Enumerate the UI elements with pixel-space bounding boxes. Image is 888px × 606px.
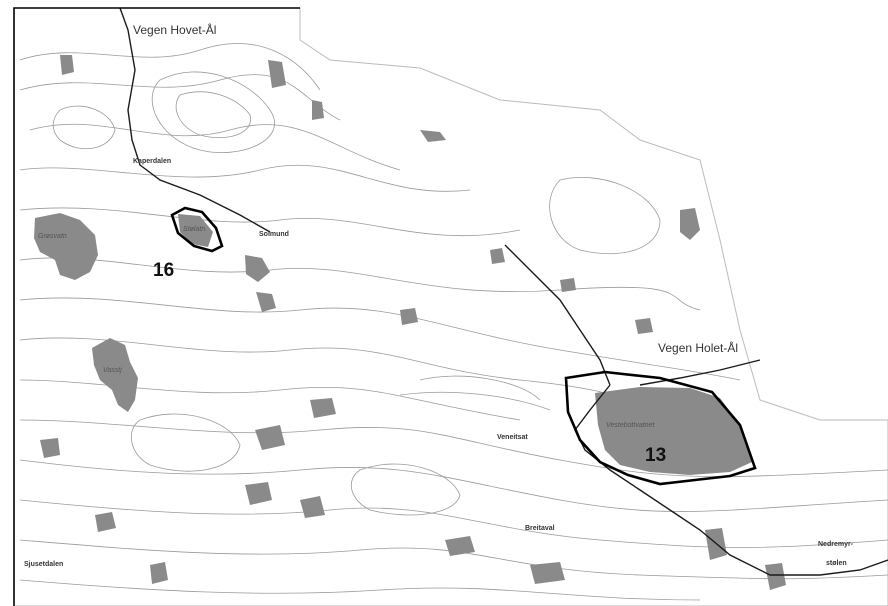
place-label-nedremyr: Nedremyr- <box>818 541 854 548</box>
place-label-breitaval: Breitaval <box>525 525 555 532</box>
place-label-kaperdalen: Kaperdalen <box>133 158 171 165</box>
place-label-stolen: stølen <box>826 560 847 567</box>
road-hovet-al <box>119 7 271 233</box>
zone-number-16: 16 <box>153 260 174 281</box>
map-frame <box>13 7 300 606</box>
place-label-veneitsat: Veneitsat <box>497 434 528 441</box>
zone-16-outline <box>170 206 224 253</box>
zone-13-outline <box>564 370 757 486</box>
place-label-solmund: Solmund <box>259 231 289 238</box>
lake-vasstj <box>92 338 138 412</box>
lake-grosvatn <box>34 213 98 280</box>
lake-label-vasstj: Vasstj <box>103 367 122 374</box>
lakes <box>34 55 786 590</box>
lake-vestebottvatnet <box>595 387 752 475</box>
place-label-sjusetdalen: Sjusetdalen <box>24 561 63 568</box>
road-label-holet-al: Vegen Holet-Ål <box>658 340 738 355</box>
zone-outlines <box>170 206 757 486</box>
lake-label-stolatn: Stølatn <box>183 226 205 233</box>
road-label-hovet-al: Vegen Hovet-Ål <box>133 22 216 37</box>
lake-label-vestebottvatnet: Vestebottvatnet <box>606 422 655 429</box>
lake-label-grosvatn: Grøsvatn <box>38 233 67 240</box>
contour-lines <box>19 43 888 601</box>
zone-number-13: 13 <box>645 445 666 466</box>
